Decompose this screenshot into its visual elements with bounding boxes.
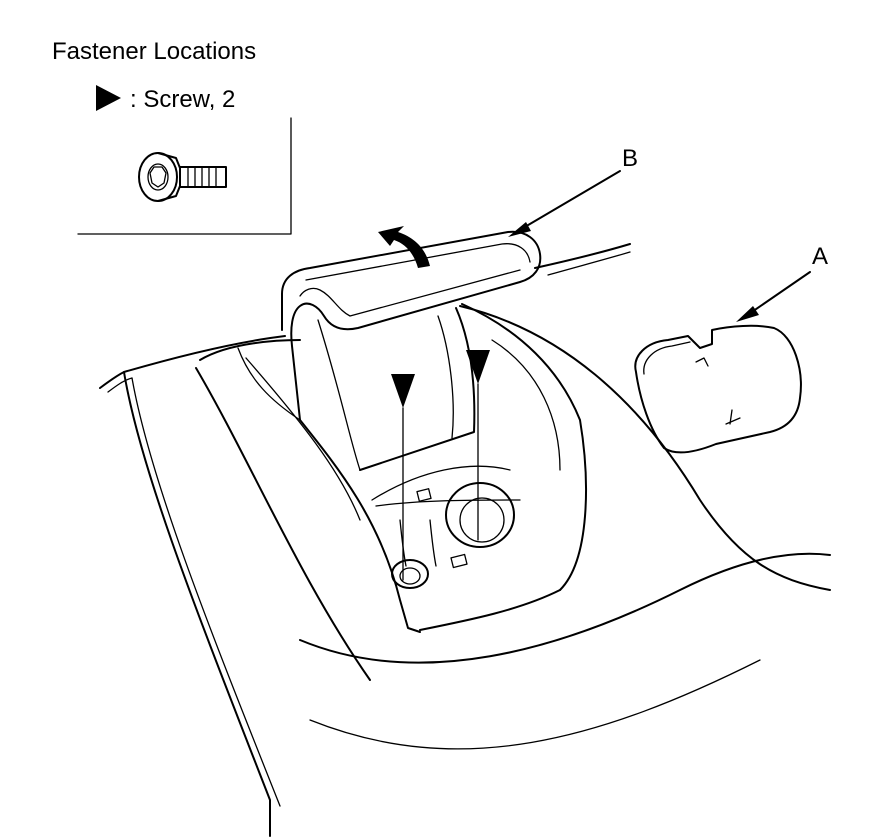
trim-panel-b [281, 230, 542, 471]
cover-a [634, 324, 802, 454]
callout-leader-a [745, 271, 811, 317]
diagram-title: Fastener Locations [52, 38, 256, 65]
legend-frame [77, 117, 292, 235]
callout-leader-b [517, 170, 621, 232]
screw-marker-left [391, 374, 415, 581]
center-console [99, 243, 831, 837]
rotation-arrow-icon [378, 226, 430, 268]
screw-holes [391, 482, 515, 589]
legend-text: : Screw, 2 [130, 86, 235, 113]
callout-arrowhead-a [736, 306, 759, 322]
callout-arrowhead-b [508, 222, 531, 237]
legend-triangle-icon [96, 85, 121, 111]
console-recess [195, 303, 587, 681]
screw-marker-right [466, 350, 490, 541]
screw-icon [138, 152, 227, 202]
callout-label-a: A [812, 243, 828, 270]
callout-label-b: B [622, 145, 638, 172]
